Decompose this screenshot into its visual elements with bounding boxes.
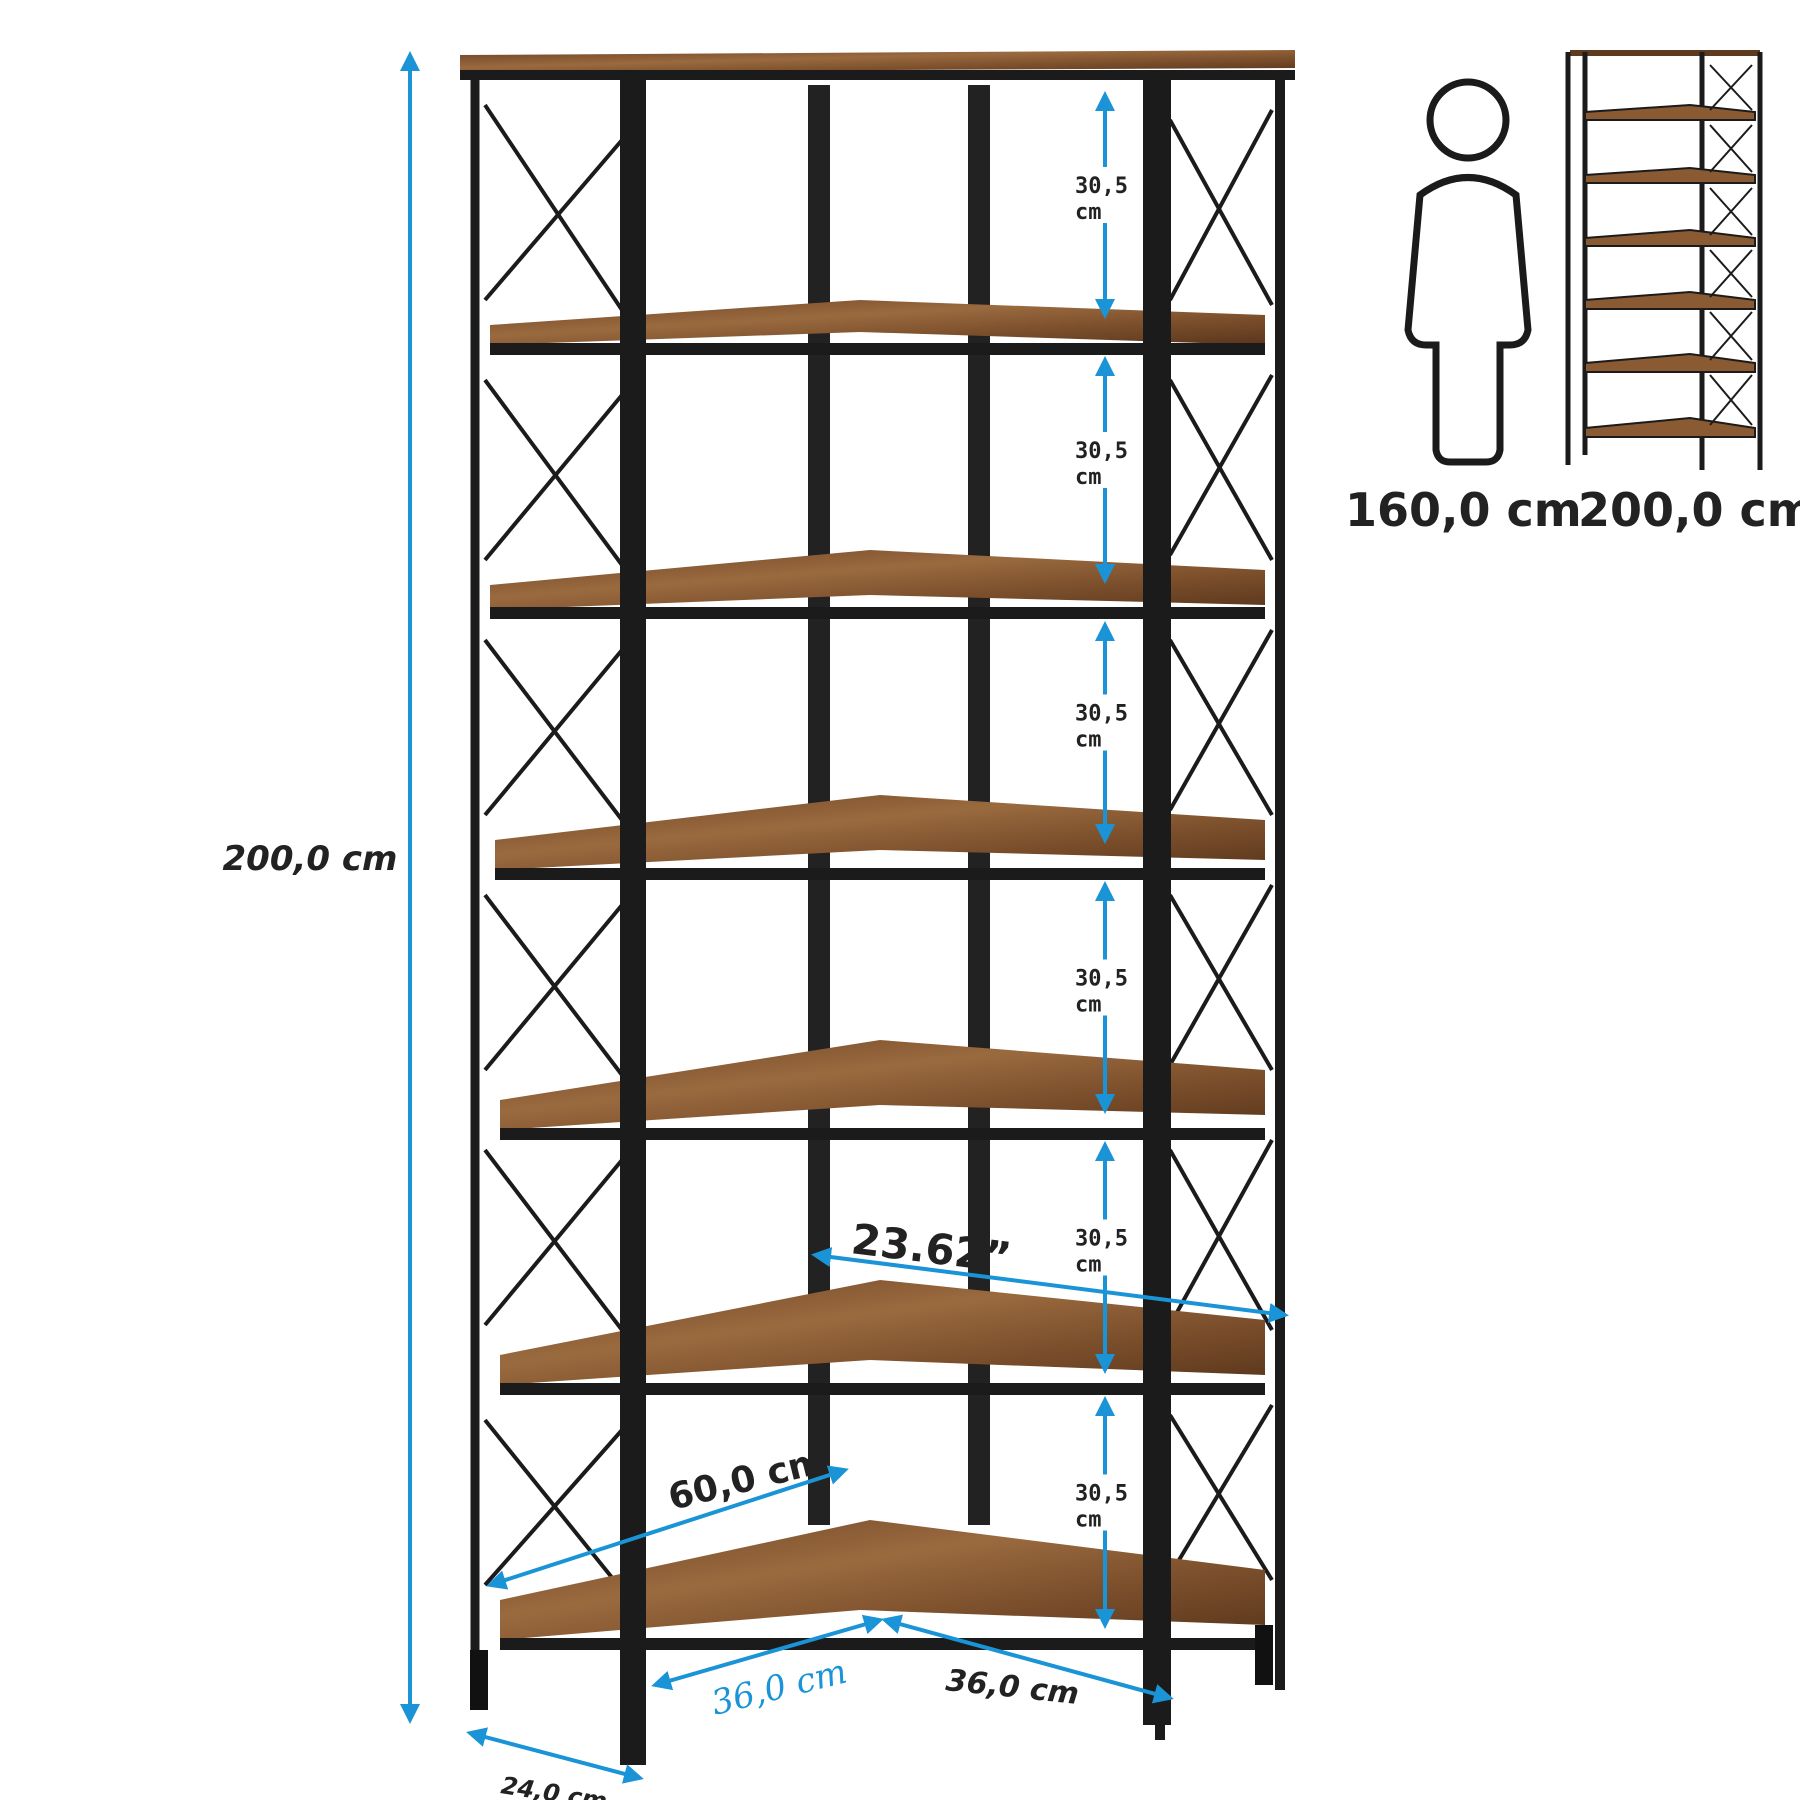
shelf-spacing-unit: cm xyxy=(1075,200,1102,225)
shelf-4 xyxy=(500,1040,1265,1140)
shelf-2 xyxy=(490,550,1265,619)
shelf-spacing-unit: cm xyxy=(1075,728,1102,753)
side-length-label: 60,0 cm xyxy=(664,1440,829,1519)
shelf-spacing-value: 30,5 xyxy=(1075,1482,1128,1507)
shelf-spacing-label-bg xyxy=(1071,432,1139,488)
shelf-spacing-label-bg xyxy=(1071,167,1139,223)
shelf-spacing-value: 30,5 xyxy=(1075,702,1128,727)
shelf-spacing-unit: cm xyxy=(1075,1253,1102,1278)
feet xyxy=(470,1625,1273,1710)
total-height-label: 200,0 cm xyxy=(223,839,398,879)
shelf-spacing-label-bg xyxy=(1071,959,1139,1016)
shelf-3 xyxy=(495,795,1265,880)
shelves xyxy=(490,300,1265,1650)
shelf-spacing-value: 30,5 xyxy=(1075,1227,1128,1252)
front-left-depth-dimension: 36,0 cm xyxy=(651,1614,884,1724)
leg-depth-label: 24,0 cm xyxy=(499,1771,609,1800)
shelf-spacing-label-bg xyxy=(1071,694,1139,751)
shelf-spacing-value: 30,5 xyxy=(1075,174,1128,199)
shelf-1 xyxy=(490,300,1265,355)
corner-bookshelf xyxy=(460,50,1295,1765)
person-height-label: 160,0 cm xyxy=(1345,483,1582,537)
shelf-spacing-unit: cm xyxy=(1075,993,1102,1018)
person-silhouette-icon xyxy=(1404,78,1532,466)
front-right-depth-label: 36,0 cm xyxy=(944,1663,1080,1712)
total-height-dimension: 200,0 cm xyxy=(223,51,420,1724)
leg-depth-dimension: 24,0 cm xyxy=(466,1727,644,1804)
front-right-depth-dimension: 36,0 cm xyxy=(881,1614,1174,1712)
shelf-spacing-label-bg xyxy=(1071,1474,1139,1531)
right-side-crosses xyxy=(1168,109,1274,1582)
shelf-spacing-unit: cm xyxy=(1075,1508,1102,1533)
shelf-thumbnail-icon xyxy=(1565,50,1763,470)
top-board xyxy=(460,50,1295,72)
shelf-height-label: 200,0 cm xyxy=(1578,483,1800,537)
shelf-spacing-value: 30,5 xyxy=(1075,967,1128,992)
shelf-spacing-unit: cm xyxy=(1075,465,1102,490)
shelf-spacing-value: 30,5 xyxy=(1075,439,1128,464)
